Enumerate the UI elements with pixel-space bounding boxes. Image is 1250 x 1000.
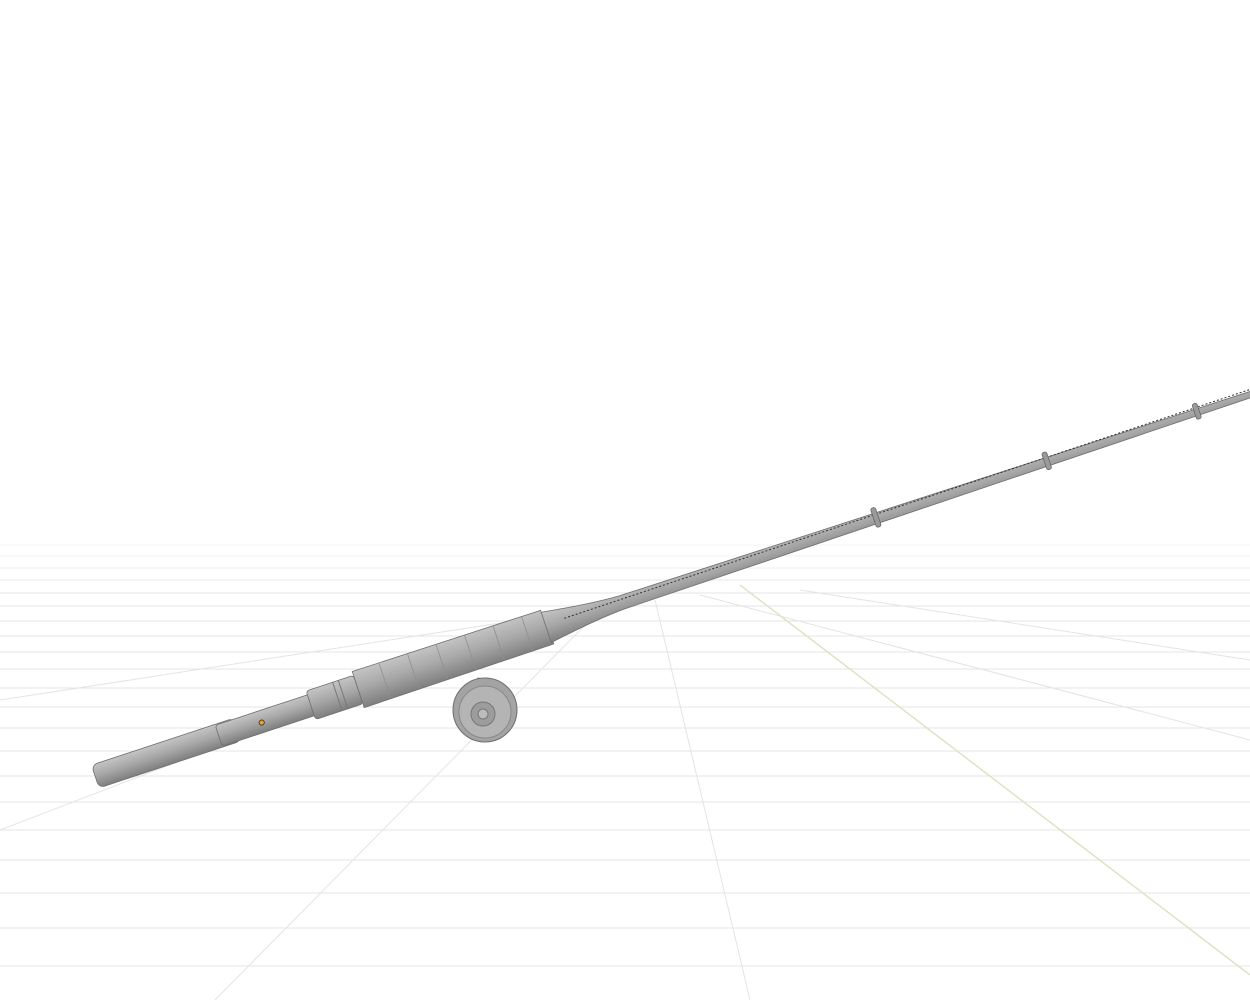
grid-line (799, 589, 1250, 661)
grid-line (0, 619, 521, 701)
rod-grip (351, 609, 555, 709)
fishing-line (564, 386, 1250, 619)
grid-line (654, 599, 751, 1000)
origin-icon (258, 719, 265, 726)
rod-butt-collar (215, 694, 317, 746)
floor-grid (0, 544, 1250, 1000)
rod-reel-seat (306, 675, 363, 720)
rod-guides (870, 402, 1202, 528)
horizon-fade (0, 520, 1250, 590)
grid-line (214, 609, 601, 1000)
x-axis-line (739, 584, 1250, 976)
fishing-rod[interactable] (89, 374, 1250, 795)
rod-taper (540, 388, 1250, 644)
fishing-reel[interactable] (452, 677, 518, 743)
grid-line (699, 594, 1250, 741)
